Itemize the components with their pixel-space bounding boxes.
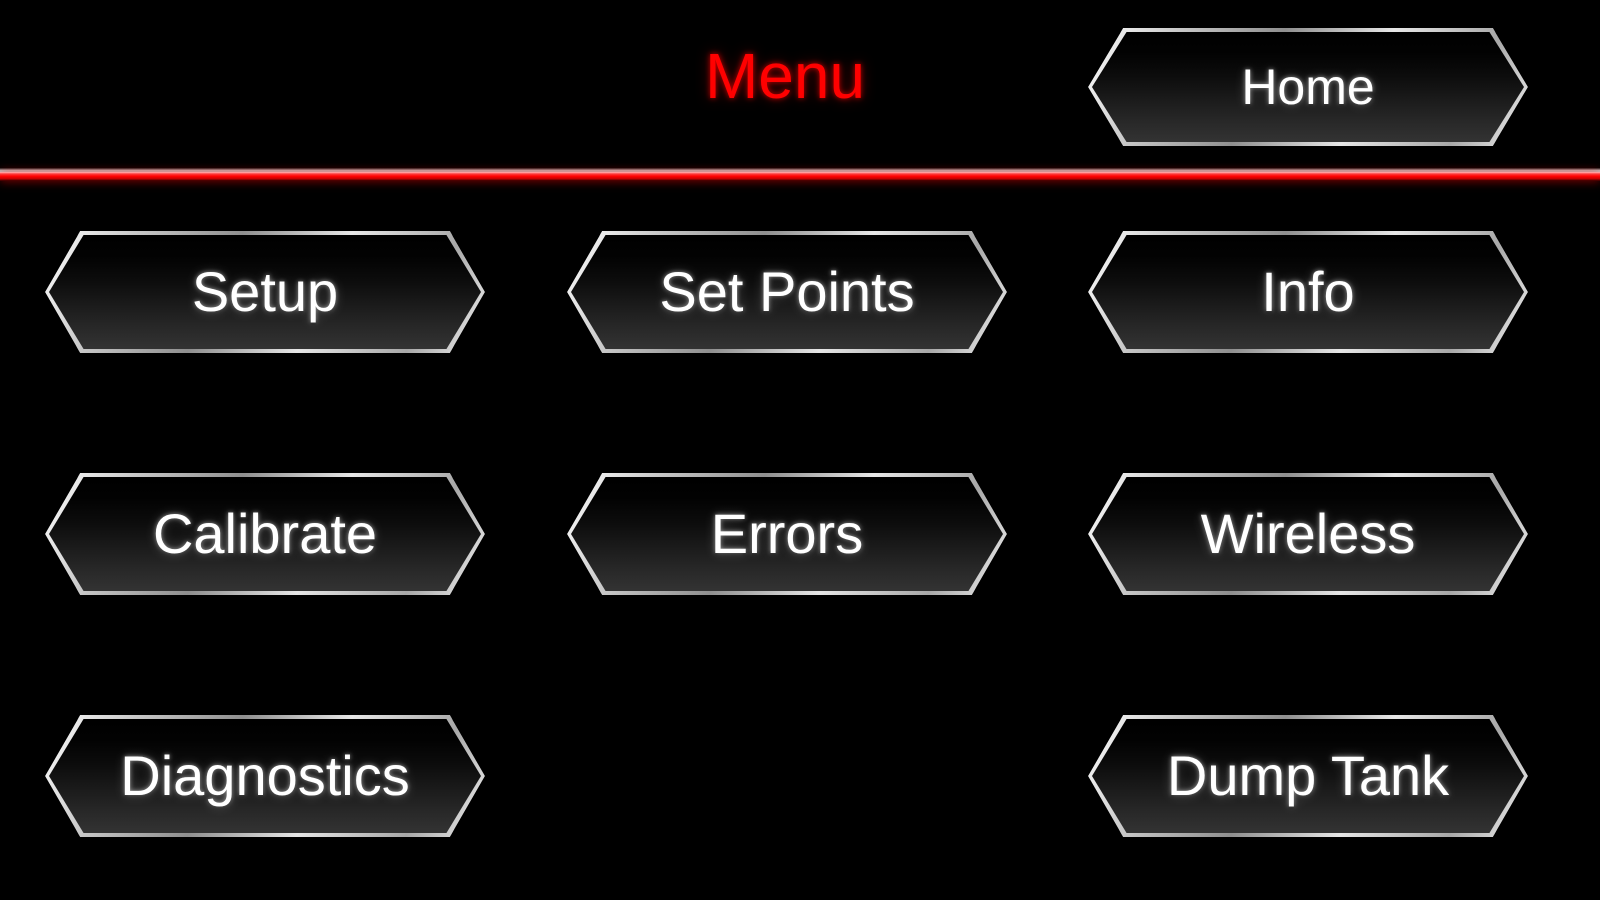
page-title: Menu [704,40,866,112]
menu-button-label: Set Points [659,260,915,323]
divider-highlight [0,168,1600,173]
menu-button-dump-tank[interactable]: Dump Tank [1088,715,1528,837]
menu-button-set-points[interactable]: Set Points [567,231,1007,353]
home-button[interactable]: Home [1088,28,1528,146]
menu-button-errors[interactable]: Errors [567,473,1007,595]
menu-button-diagnostics[interactable]: Diagnostics [45,715,485,837]
divider-red-line [0,172,1600,181]
menu-button-label: Dump Tank [1166,744,1450,807]
menu-button-label: Errors [710,502,864,565]
menu-button-wireless[interactable]: Wireless [1088,473,1528,595]
menu-button-label: Setup [191,260,339,323]
header-bar: Menu Home [0,0,1600,170]
menu-button-label: Diagnostics [120,744,410,807]
menu-button-calibrate[interactable]: Calibrate [45,473,485,595]
menu-button-label: Calibrate [152,502,378,565]
home-button-label: Home [1241,59,1375,115]
header-divider [0,168,1600,184]
menu-button-setup[interactable]: Setup [45,231,485,353]
menu-button-label: Info [1261,260,1355,323]
menu-empty-slot [567,715,1007,837]
menu-button-info[interactable]: Info [1088,231,1528,353]
menu-button-label: Wireless [1200,502,1416,565]
